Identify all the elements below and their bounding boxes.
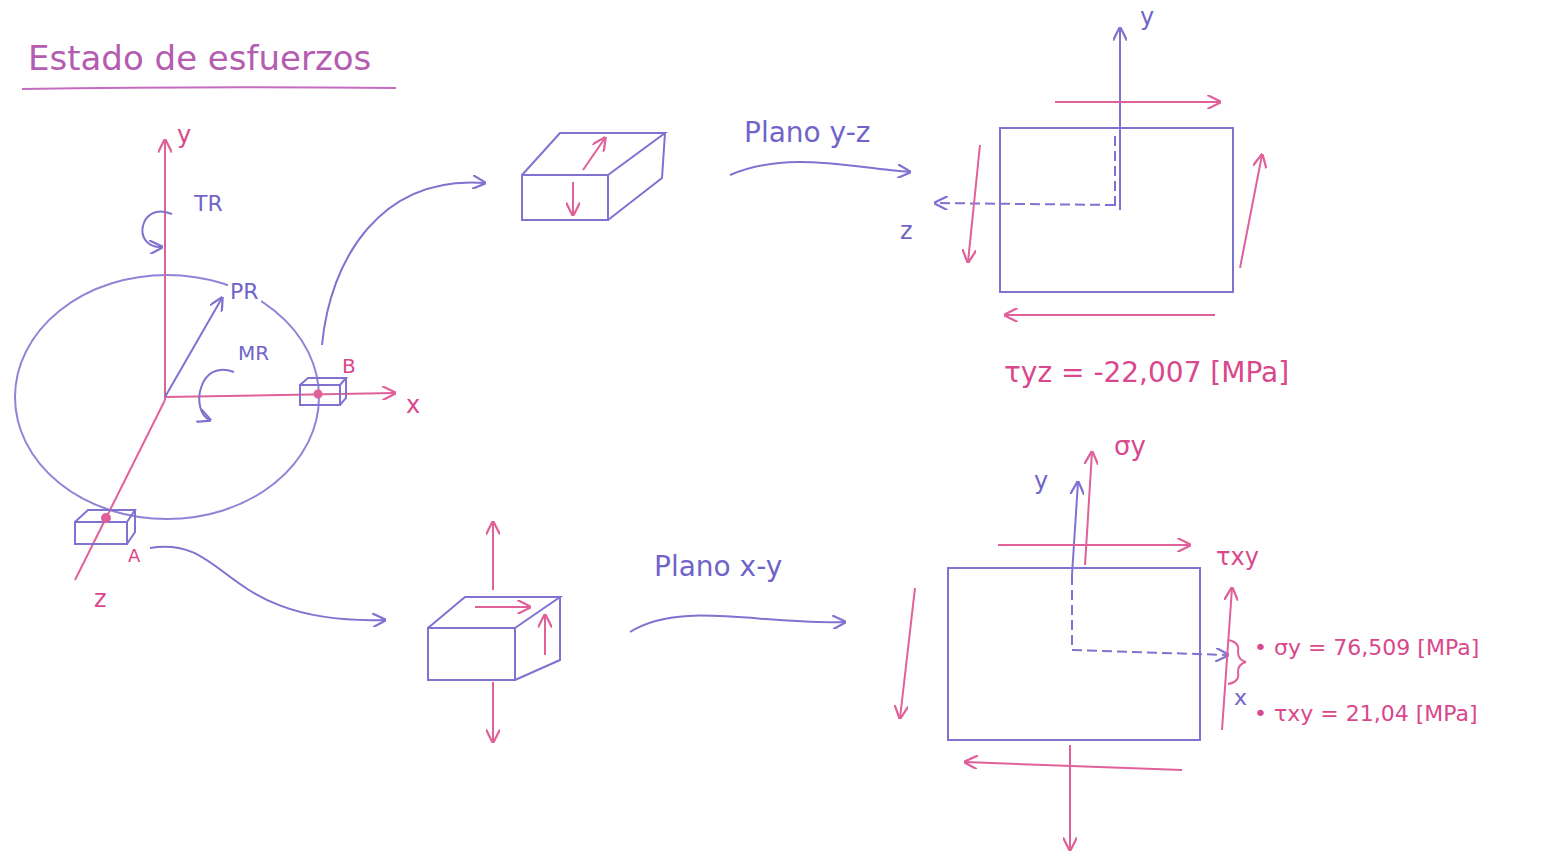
shaft-section [142, 211, 172, 247]
plane-yz-element [1005, 314, 1215, 316]
plane-yz-element [968, 145, 980, 262]
shaft-section [164, 140, 166, 400]
element-b [300, 385, 340, 405]
plane-xy-element [1085, 452, 1092, 565]
axis-label: z [92, 586, 109, 612]
axis-label: z [898, 218, 915, 244]
plane-yz-element [1000, 128, 1233, 292]
element-cube-a [492, 522, 494, 590]
element-b [300, 378, 346, 405]
axis-label: y [1138, 4, 1156, 30]
element-a [75, 510, 135, 544]
axis-label: y [175, 122, 193, 148]
shaft-section [199, 370, 234, 420]
plane-yz-element [1119, 28, 1121, 210]
stress-value: τyz = -22,007 [MPa] [1002, 358, 1291, 389]
element-cube-a [492, 682, 494, 742]
plane-xy-element [1072, 482, 1078, 575]
stress-symbol: σy [1112, 432, 1148, 461]
title-underline [22, 87, 396, 89]
element-cube-a [150, 547, 385, 620]
element-a [75, 510, 135, 544]
element-b [315, 391, 322, 398]
point-label: A [126, 546, 142, 566]
stress-value: • τxy = 21,04 [MPa] [1252, 702, 1480, 726]
element-cube-a [630, 616, 845, 632]
shaft-section [165, 298, 222, 397]
element-cube-b [322, 182, 485, 345]
element-a [75, 522, 127, 544]
plane-xy-element [900, 588, 915, 718]
element-a [102, 514, 110, 522]
element-b [300, 378, 346, 405]
plane-xy-element [1071, 575, 1073, 650]
plane-yz-element [1240, 155, 1262, 268]
page-title: Estado de esfuerzos [26, 40, 373, 77]
force-label: PR [228, 280, 261, 304]
element-cube-b [730, 162, 910, 175]
shaft-section [75, 400, 165, 580]
plane-xy-element [1072, 650, 1228, 655]
element-cube-a [150, 522, 845, 742]
plane-xy-element [1069, 745, 1071, 850]
stress-value: • σy = 76,509 [MPa] [1252, 636, 1481, 660]
element-cube-b [522, 133, 665, 220]
moment-label: MR [236, 342, 271, 364]
element-cube-b [322, 133, 910, 345]
title-underline [22, 87, 396, 89]
plane-yz-element [935, 203, 1115, 205]
plane-xy-element [998, 544, 1190, 546]
element-cube-a [428, 597, 560, 680]
torque-label: TR [192, 192, 225, 216]
plane-yz-element [935, 28, 1262, 315]
plane-yz-element [1055, 101, 1220, 103]
element-cube-a [475, 606, 530, 608]
stress-symbol: τxy [1214, 544, 1261, 570]
plane-xy-element [965, 762, 1182, 770]
element-cube-b [572, 182, 574, 215]
axis-label: y [1032, 468, 1050, 494]
plane-label: Plano y-z [742, 118, 872, 149]
plane-yz-element [1114, 136, 1116, 210]
plane-label: Plano x-y [652, 552, 784, 583]
axis-label: x [404, 392, 422, 418]
element-cube-b [583, 138, 605, 170]
shaft-section [15, 140, 395, 580]
axis-label: x [1232, 686, 1249, 710]
element-cube-a [544, 615, 546, 655]
plane-xy-element [948, 568, 1200, 740]
point-label: B [340, 355, 358, 377]
plane-xy-element [900, 452, 1246, 850]
plane-xy-element [1228, 640, 1246, 684]
plane-xy-element [1222, 588, 1232, 730]
